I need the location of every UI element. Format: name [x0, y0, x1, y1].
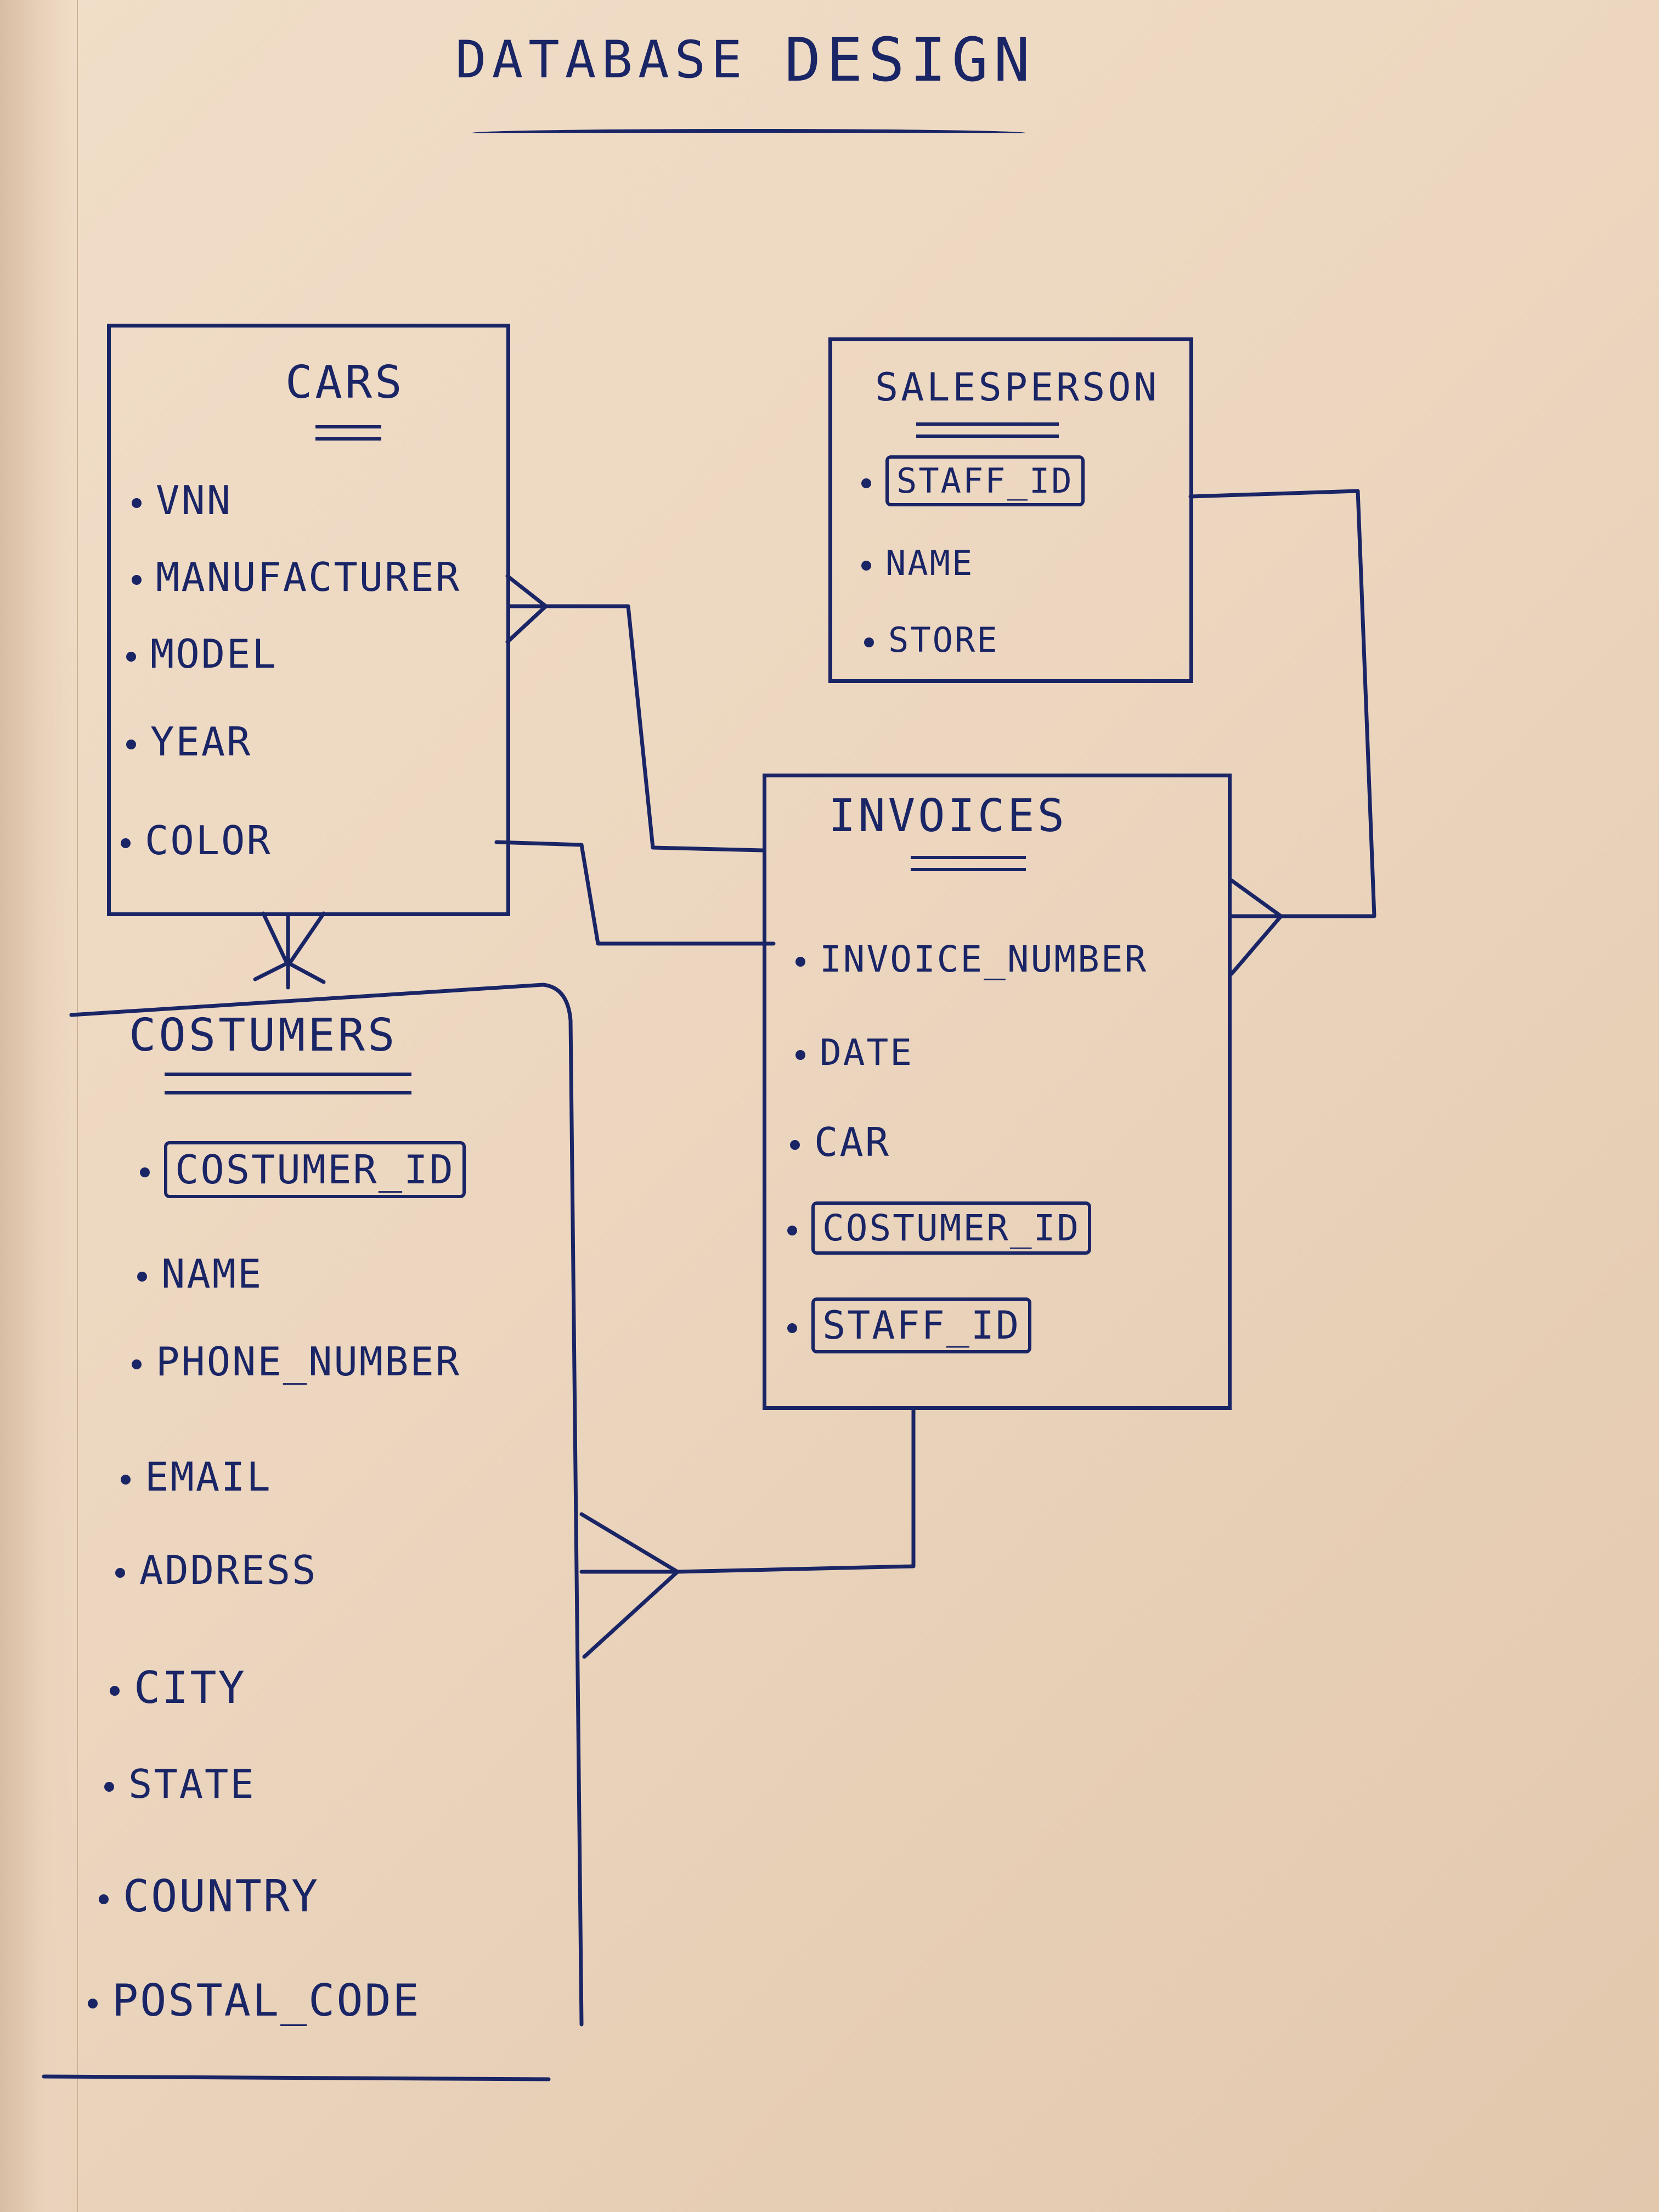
entity-cars-title: CARS [285, 357, 405, 409]
invoices-attr-costumer-id: COSTUMER_ID [787, 1201, 1092, 1255]
diagram-title-database: DATABASE [455, 30, 748, 90]
cars-attr-manufacturer: MANUFACTURER [132, 554, 461, 600]
crowfoot-cars-costumers [253, 911, 326, 984]
costumers-attr-country: COUNTRY [99, 1871, 319, 1922]
entity-invoices [763, 774, 1232, 1410]
link-cars-invoices-lower [494, 840, 776, 946]
salesperson-attr-name: NAME [861, 543, 974, 583]
costumers-attr-phone-number: PHONE_NUMBER [132, 1339, 461, 1385]
invoices-attr-staff-id: STAFF_ID [787, 1297, 1032, 1353]
invoices-attr-invoice-number: INVOICE_NUMBER [795, 938, 1148, 980]
entity-cars-title-underline [315, 425, 381, 441]
costumers-attr-costumer-id: COSTUMER_ID [140, 1141, 466, 1198]
invoices-attr-car: CAR [790, 1119, 890, 1165]
entity-cars [107, 324, 510, 916]
costumers-attr-state: STATE [104, 1761, 256, 1807]
link-salesperson-invoices [1188, 489, 1376, 918]
link-cars-invoices-upper [508, 604, 765, 853]
entity-invoices-title-underline [911, 856, 1026, 871]
cars-attr-color: COLOR [121, 817, 272, 864]
cars-attr-vnn: VNN [132, 477, 232, 523]
crowfoot-costumers-invoices [579, 1512, 680, 1659]
notebook-binding [0, 0, 78, 2212]
entity-salesperson-title-underline [916, 422, 1059, 438]
costumers-attr-postal-code: POSTAL_CODE [88, 1975, 421, 2026]
entity-invoices-title: INVOICES [828, 790, 1067, 842]
salesperson-attr-staff-id: STAFF_ID [861, 455, 1085, 506]
entity-costumers-title: COSTUMERS [129, 1009, 398, 1062]
invoices-attr-date: DATE [795, 1031, 913, 1074]
costumers-attr-email: EMAIL [121, 1454, 272, 1500]
link-invoices-costumers [675, 1408, 916, 1574]
entity-salesperson-title: SALESPERSON [875, 365, 1160, 410]
cars-attr-year: YEAR [126, 719, 252, 765]
entity-salesperson [828, 337, 1193, 683]
crowfoot-cars-upper [505, 574, 548, 644]
costumers-attr-address: ADDRESS [115, 1547, 317, 1593]
cars-attr-model: MODEL [126, 631, 278, 677]
entity-costumers-title-underline [165, 1073, 411, 1094]
salesperson-attr-store: STORE [864, 620, 999, 660]
crowfoot-invoices-salesperson [1229, 878, 1283, 976]
title-underline [472, 129, 1026, 137]
costumers-attr-name: NAME [137, 1251, 263, 1297]
entity-costumers-border [42, 983, 584, 2081]
costumers-attr-city: CITY [110, 1662, 246, 1713]
diagram-title-design: DESIGN [785, 25, 1036, 95]
